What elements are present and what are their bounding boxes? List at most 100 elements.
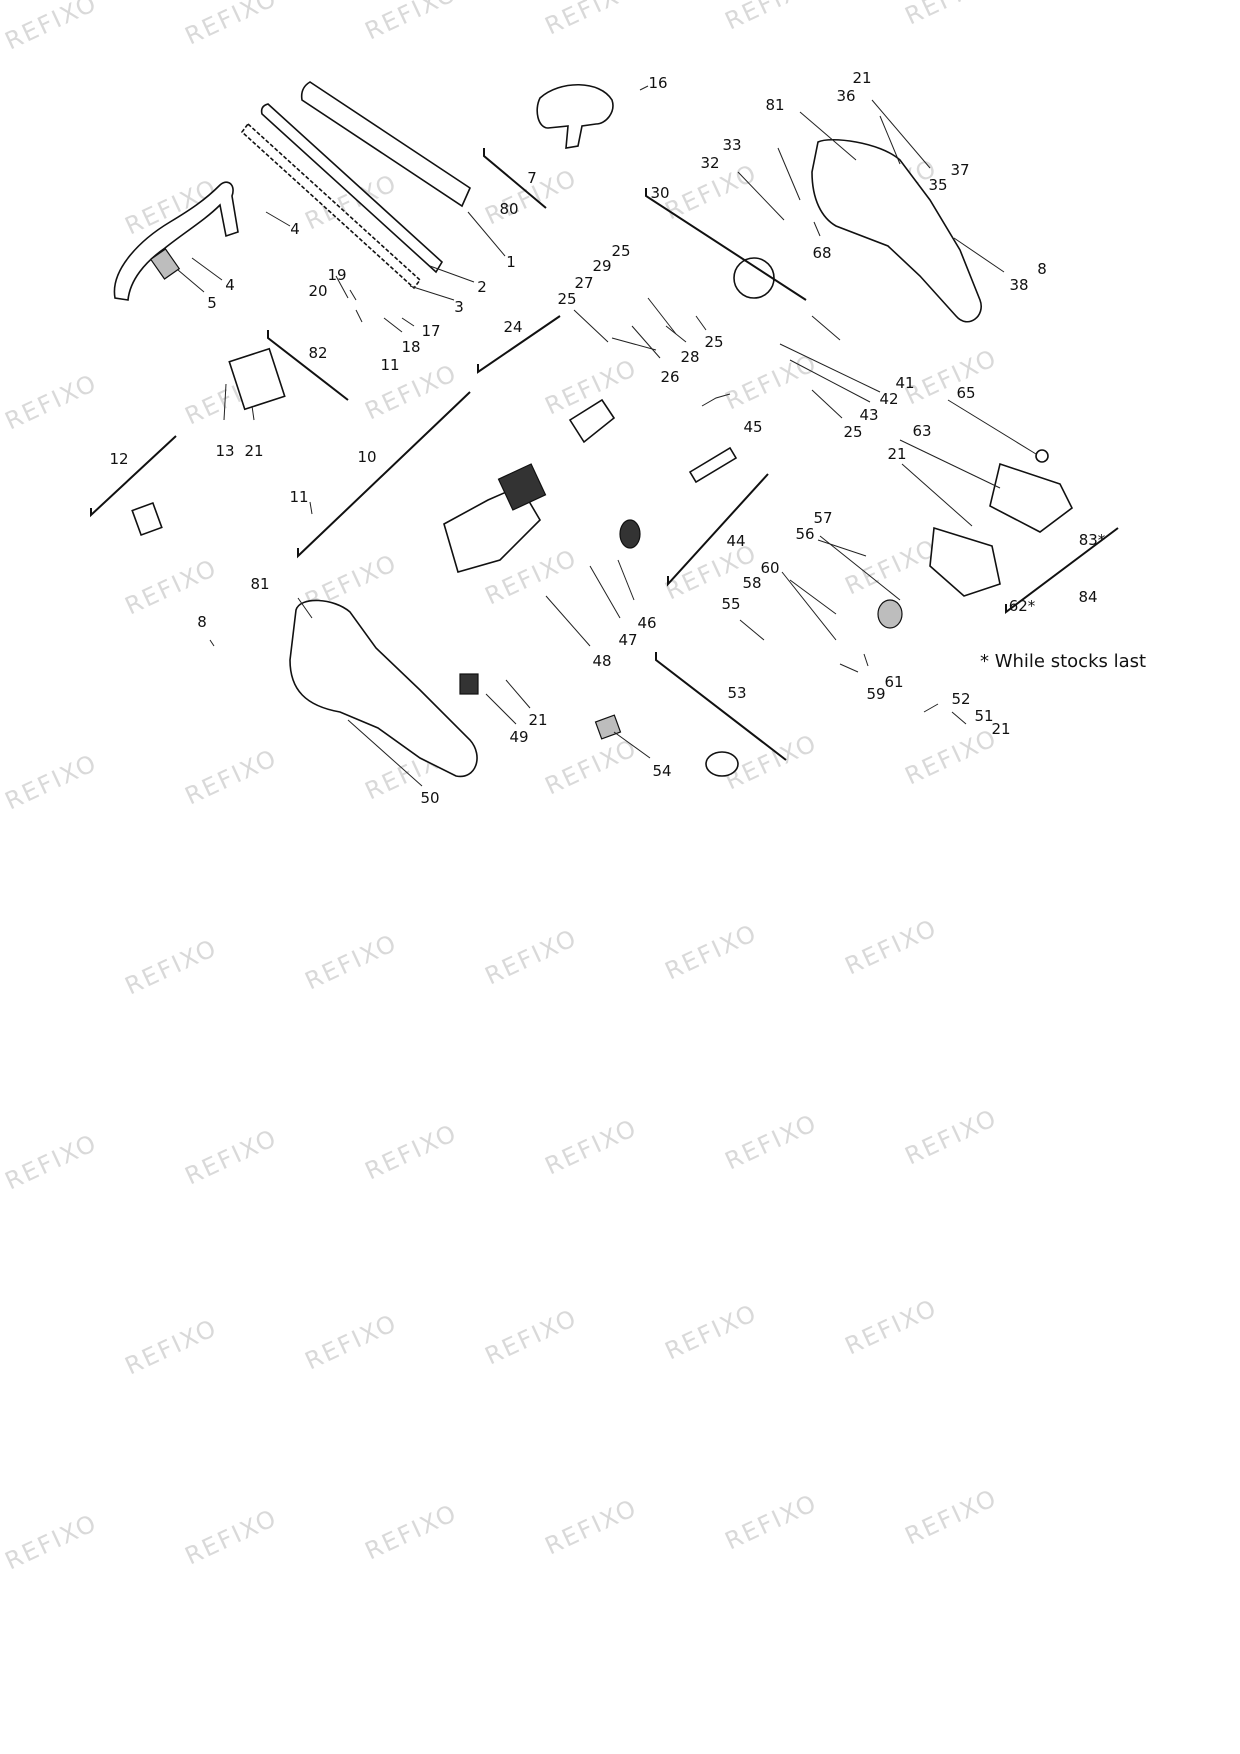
label-47: 47 — [618, 631, 637, 649]
label-2: 2 — [477, 278, 487, 296]
label-29: 29 — [592, 257, 611, 275]
label-25-d: 25 — [843, 423, 862, 441]
label-25-a: 25 — [611, 242, 630, 260]
label-3: 3 — [454, 298, 464, 316]
leader-lines — [177, 85, 1037, 787]
label-24: 24 — [503, 318, 522, 336]
label-44: 44 — [726, 532, 745, 550]
watermark-32: REFIXO — [841, 913, 942, 980]
label-21-right: 21 — [887, 445, 906, 463]
label-25-c: 25 — [704, 333, 723, 351]
label-61: 61 — [884, 673, 903, 691]
label-32: 32 — [700, 154, 719, 172]
label-19: 19 — [327, 266, 346, 284]
label-5: 5 — [207, 294, 217, 312]
label-30: 30 — [650, 184, 669, 202]
label-57: 57 — [813, 509, 832, 527]
watermark-28: REFIXO — [121, 933, 222, 1000]
watermark-23: REFIXO — [181, 743, 282, 810]
switch-49 — [459, 673, 479, 695]
label-26: 26 — [660, 368, 679, 386]
watermark-38: REFIXO — [901, 1103, 1002, 1170]
label-45: 45 — [743, 418, 762, 436]
label-80: 80 — [499, 200, 518, 218]
stock-note: * While stocks last — [980, 651, 1146, 672]
label-12: 12 — [109, 450, 128, 468]
label-56: 56 — [795, 525, 814, 543]
label-8-bottom: 8 — [197, 613, 207, 631]
watermark-27: REFIXO — [901, 723, 1002, 790]
sprocket-nut — [1035, 449, 1049, 463]
gear-wheel — [877, 599, 903, 629]
watermark-29: REFIXO — [301, 928, 402, 995]
label-48: 48 — [592, 652, 611, 670]
watermark-35: REFIXO — [361, 1118, 462, 1185]
label-21-cordguard: 21 — [244, 442, 263, 460]
switch-box — [131, 501, 163, 537]
front-hand-guard — [113, 181, 239, 301]
oil-tank-cap — [705, 751, 739, 777]
left-housing — [289, 599, 478, 778]
watermark-36: REFIXO — [541, 1113, 642, 1180]
label-33: 33 — [722, 136, 741, 154]
label-53: 53 — [727, 684, 746, 702]
label-18: 18 — [401, 338, 420, 356]
guide-bar — [260, 103, 444, 274]
handle-bracket — [536, 83, 614, 149]
stator-windings — [497, 463, 547, 511]
label-42: 42 — [879, 390, 898, 408]
label-21-bottom-right: 21 — [991, 720, 1010, 738]
watermark-37: REFIXO — [721, 1108, 822, 1175]
label-10: 10 — [357, 448, 376, 466]
label-63: 63 — [912, 422, 931, 440]
label-82: 82 — [308, 344, 327, 362]
watermark-11: REFIXO — [1, 368, 102, 435]
label-68: 68 — [812, 244, 831, 262]
label-35: 35 — [928, 176, 947, 194]
watermark-30: REFIXO — [481, 923, 582, 990]
watermark-21: REFIXO — [841, 533, 942, 600]
watermark-39: REFIXO — [121, 1313, 222, 1380]
label-81-top: 81 — [765, 96, 784, 114]
group-brackets — [90, 148, 1119, 761]
label-11-upper: 11 — [380, 356, 399, 374]
sprocket-cover-bottom — [929, 526, 1001, 597]
label-41: 41 — [895, 374, 914, 392]
watermark-44: REFIXO — [1, 1508, 102, 1575]
watermark-34: REFIXO — [181, 1123, 282, 1190]
label-11-lower: 11 — [289, 488, 308, 506]
saw-chain — [240, 122, 422, 290]
label-38: 38 — [1009, 276, 1028, 294]
watermark-1: REFIXO — [181, 0, 282, 50]
watermark-0: REFIXO — [1, 0, 102, 55]
oil-pump-shaft — [688, 446, 738, 484]
label-59: 59 — [866, 685, 885, 703]
watermark-45: REFIXO — [181, 1503, 282, 1570]
bar-cover — [300, 81, 472, 208]
label-1: 1 — [506, 253, 516, 271]
sprocket-cover-top — [989, 462, 1074, 533]
watermark-49: REFIXO — [901, 1483, 1002, 1550]
label-50: 50 — [420, 789, 439, 807]
watermark-41: REFIXO — [481, 1303, 582, 1370]
label-21-bottom: 21 — [528, 711, 547, 729]
label-8-top: 8 — [1037, 260, 1047, 278]
label-84: 84 — [1078, 588, 1097, 606]
hand-guard-grip — [149, 248, 181, 280]
watermark-31: REFIXO — [661, 918, 762, 985]
worm-gear — [619, 519, 641, 549]
label-7: 7 — [527, 169, 537, 187]
watermark-42: REFIXO — [661, 1298, 762, 1365]
label-52: 52 — [951, 690, 970, 708]
label-28: 28 — [680, 348, 699, 366]
right-housing — [811, 139, 982, 323]
label-81-bottom: 81 — [250, 575, 269, 593]
armature — [568, 398, 616, 444]
label-49: 49 — [509, 728, 528, 746]
label-65: 65 — [956, 384, 975, 402]
watermark-2: REFIXO — [361, 0, 462, 45]
oil-filter-54 — [594, 714, 622, 740]
label-4-lower: 4 — [225, 276, 235, 294]
watermark-4: REFIXO — [721, 0, 822, 35]
label-16: 16 — [648, 74, 667, 92]
